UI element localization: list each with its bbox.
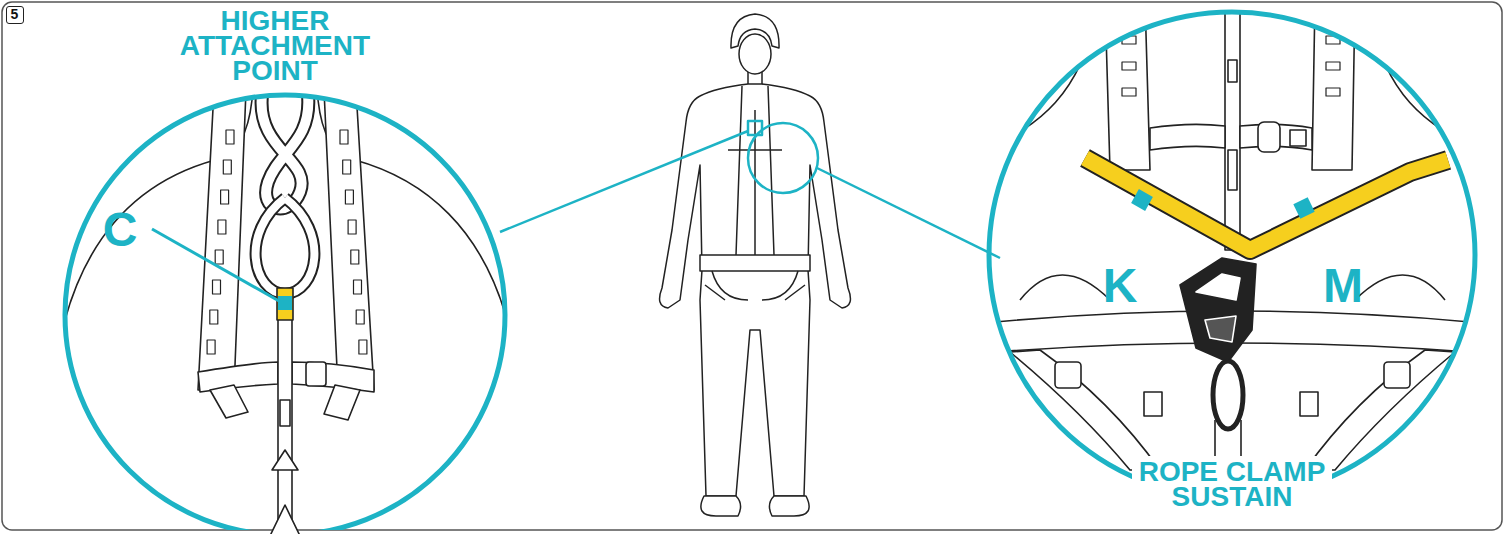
leader-line: [152, 229, 279, 301]
art-shape: [324, 90, 374, 390]
art-shape: [1355, 275, 1445, 300]
art-shape: [280, 400, 290, 426]
art-shape: [1131, 189, 1153, 211]
art-shape: [1228, 150, 1237, 190]
stitch-mark: [221, 190, 229, 204]
stitch-mark: [340, 130, 348, 144]
art-shape: [748, 123, 818, 193]
clamp-detail: [985, 0, 1480, 470]
art-shape: [272, 450, 298, 470]
stitch-mark: [1122, 88, 1136, 96]
art-shape: [1213, 361, 1243, 429]
stitch-mark: [343, 160, 351, 174]
art-shape: [1293, 197, 1314, 218]
art-shape: [1180, 258, 1256, 362]
art-shape: [1144, 392, 1162, 416]
art-shape: [1258, 122, 1280, 152]
stitch-mark: [226, 130, 234, 144]
art-shape: [731, 14, 779, 48]
art-shape: [1085, 158, 1448, 250]
art-shape: [210, 385, 248, 418]
art-shape: [1228, 60, 1237, 82]
art-shape: [660, 84, 851, 496]
stitch-mark: [213, 280, 221, 294]
art-shape: [985, 10, 1098, 150]
stitch-mark: [351, 250, 359, 264]
art-shape: [1368, 10, 1480, 150]
stitch-mark: [218, 220, 226, 234]
circle-outline: [985, 0, 1479, 530]
stitch-mark: [215, 250, 223, 264]
art-shape: [728, 86, 782, 255]
chest-detail: [60, 90, 512, 534]
art-shape: [262, 95, 309, 208]
art-shape: [278, 296, 292, 310]
worker-figure: [660, 14, 851, 516]
stitch-mark: [207, 340, 215, 354]
art-shape: [278, 292, 292, 534]
art-shape: [1010, 350, 1160, 470]
art-shape: [712, 271, 798, 300]
stitch-mark: [348, 220, 356, 234]
art-shape: [739, 34, 771, 74]
callout-letter: C: [95, 206, 145, 254]
art-shape: [705, 285, 805, 300]
art-shape: [1105, 0, 1150, 170]
callout-title: HIGHER ATTACHMENT POINT: [165, 8, 385, 83]
art-shape: [324, 385, 360, 420]
art-shape: [256, 198, 315, 294]
stitch-mark: [356, 310, 364, 324]
art-shape: [1055, 362, 1081, 388]
stitch-mark: [1326, 62, 1340, 70]
art-shape: [1085, 158, 1448, 250]
stitch-mark: [359, 340, 367, 354]
art-shape: [256, 198, 315, 294]
art-shape: [1150, 124, 1225, 150]
art-shape: [1305, 350, 1455, 470]
art-shape: [769, 496, 809, 516]
art-shape: [1196, 274, 1240, 300]
stitch-mark: [1122, 10, 1136, 18]
art-shape: [701, 496, 741, 516]
leader-line: [817, 168, 1000, 258]
stitch-mark: [354, 280, 362, 294]
art-shape: [198, 90, 246, 390]
stitch-mark: [1326, 88, 1340, 96]
stitch-mark: [345, 190, 353, 204]
leader-line: [500, 131, 748, 232]
art-shape: [1300, 392, 1318, 416]
art-shape: [268, 505, 302, 534]
art-shape: [277, 288, 293, 320]
callout-letter: M: [1318, 262, 1368, 310]
art-shape: [306, 362, 326, 386]
circle-outline: [989, 12, 1475, 498]
stitch-mark: [223, 160, 231, 174]
zoom-circle: ROPE CLAMP SUSTAIN K M: [985, 0, 1479, 530]
zoom-circle: HIGHER ATTACHMENT POINT C: [60, 0, 520, 530]
art-shape: [1290, 130, 1306, 146]
circle-outline: [65, 95, 505, 530]
stitch-mark: [1326, 10, 1340, 18]
step-number-box: 5: [6, 6, 24, 24]
callout-title: ROPE CLAMP SUSTAIN: [1132, 456, 1332, 512]
art-shape: [700, 255, 810, 271]
callout-letter: K: [1095, 262, 1145, 310]
art-shape: [292, 362, 374, 392]
stitch-mark: [210, 310, 218, 324]
art-shape: [1225, 0, 1240, 250]
stitch-mark: [1122, 62, 1136, 70]
art-shape: [748, 72, 762, 84]
art-shape: [198, 362, 278, 392]
art-shape: [1384, 362, 1410, 388]
art-shape: [1020, 275, 1110, 300]
art-shape: [262, 95, 309, 208]
step-number: 5: [7, 7, 22, 22]
art-shape: [1205, 316, 1236, 342]
